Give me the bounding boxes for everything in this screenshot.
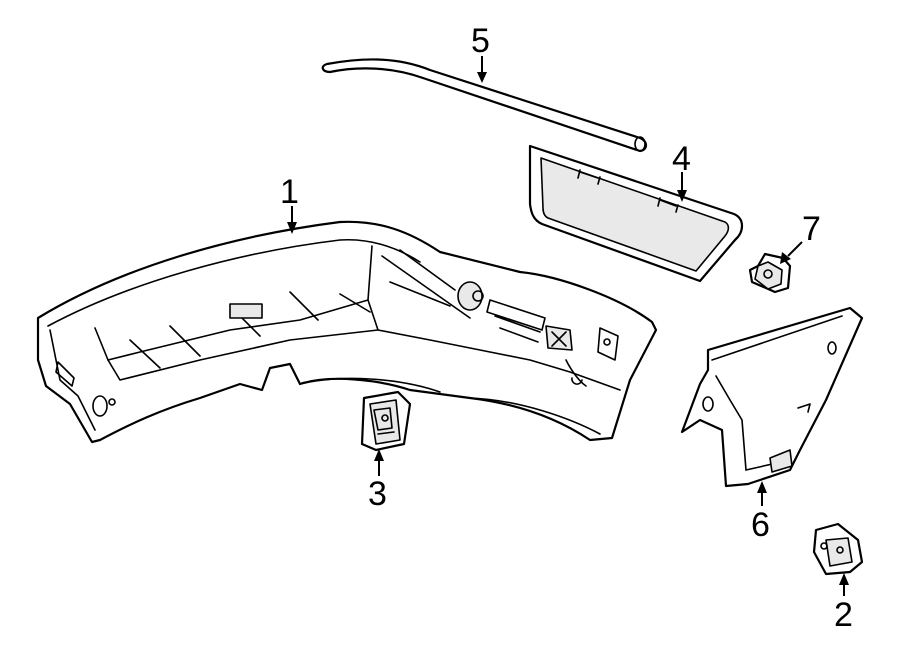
arrowhead-2 bbox=[839, 573, 849, 585]
callout-7: 7 bbox=[802, 210, 821, 248]
part-7-clip bbox=[748, 252, 792, 294]
callout-leaders bbox=[287, 56, 849, 596]
part-2-bracket bbox=[812, 522, 864, 576]
part-3-bracket bbox=[360, 390, 412, 452]
part-4-pad-frame bbox=[528, 144, 744, 283]
callout-6: 6 bbox=[751, 506, 770, 544]
part-1-bumper-cover bbox=[36, 220, 658, 444]
part-6-extension bbox=[680, 306, 864, 488]
callout-2: 2 bbox=[834, 596, 853, 634]
callout-5: 5 bbox=[471, 22, 490, 60]
callout-1: 1 bbox=[280, 173, 299, 211]
leader-7 bbox=[787, 241, 803, 257]
arrowhead-7 bbox=[780, 252, 791, 264]
arrowhead-1 bbox=[287, 222, 297, 234]
arrowhead-4 bbox=[677, 190, 687, 202]
arrowhead-3 bbox=[374, 449, 384, 461]
part-5-molding-strip bbox=[321, 58, 648, 153]
callout-3: 3 bbox=[368, 475, 387, 513]
callout-4: 4 bbox=[672, 140, 691, 178]
arrowhead-5 bbox=[477, 72, 487, 83]
arrowhead-6 bbox=[757, 481, 767, 493]
callout-labels: 1 2 3 4 5 6 7 bbox=[280, 22, 853, 634]
